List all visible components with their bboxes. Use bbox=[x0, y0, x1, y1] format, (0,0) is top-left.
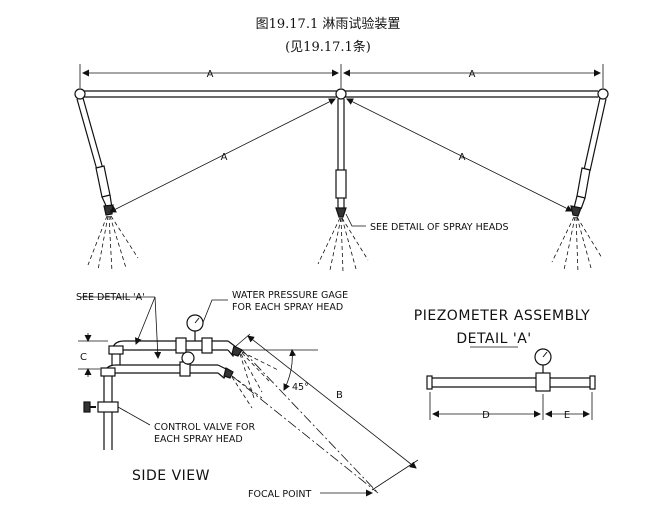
figure-caption: 图19.17.1 淋雨试验装置 bbox=[255, 17, 401, 32]
dim-label-a-diag-right: A bbox=[459, 152, 466, 163]
side-view bbox=[78, 296, 419, 497]
spray-center bbox=[317, 217, 369, 273]
pipe-joint-left bbox=[74, 88, 86, 100]
angle-label: 45° bbox=[292, 382, 309, 393]
dim-label-b: B bbox=[336, 390, 343, 401]
header-pipe bbox=[84, 90, 598, 98]
left-drop-pipe bbox=[76, 97, 114, 216]
top-view-labels: A A A A SEE DETAIL OF SPRAY HEADS bbox=[207, 69, 509, 233]
piezometer-title: PIEZOMETER ASSEMBLY bbox=[414, 308, 590, 324]
piezometer-labels: PIEZOMETER ASSEMBLY DETAIL 'A' D E bbox=[414, 308, 590, 421]
pipe-joint-center bbox=[335, 88, 347, 100]
valve-note-line2: EACH SPRAY HEAD bbox=[154, 434, 243, 445]
dim-label-a-top-left: A bbox=[207, 69, 214, 80]
see-detail-a-label: SEE DETAIL 'A' bbox=[76, 292, 145, 303]
dim-label-d: D bbox=[482, 410, 490, 421]
dim-label-c: C bbox=[80, 352, 87, 363]
gage-note-line2: FOR EACH SPRAY HEAD bbox=[232, 302, 343, 313]
figure-subcaption: (见19.17.1条) bbox=[285, 40, 371, 55]
dim-line-left-diagonal bbox=[109, 98, 336, 213]
side-view-labels: SEE DETAIL 'A' WATER PRESSURE GAGE FOR E… bbox=[76, 290, 348, 500]
piezometer-assembly bbox=[426, 346, 596, 420]
spray-heads-leader bbox=[345, 213, 366, 227]
spray-heads-note: SEE DETAIL OF SPRAY HEADS bbox=[370, 222, 509, 233]
focal-point-label: FOCAL POINT bbox=[248, 489, 312, 500]
valve-note-line1: CONTROL VALVE FOR bbox=[154, 422, 256, 433]
dim-label-e: E bbox=[564, 410, 570, 421]
dim-line-right-diagonal bbox=[346, 98, 573, 212]
spray-right bbox=[551, 216, 603, 274]
pipe-joint-right bbox=[597, 88, 609, 100]
side-view-title: SIDE VIEW bbox=[132, 468, 210, 484]
top-view bbox=[74, 64, 609, 274]
dim-label-a-diag-left: A bbox=[221, 152, 228, 163]
gage-note-line1: WATER PRESSURE GAGE bbox=[232, 290, 348, 301]
right-drop-pipe bbox=[570, 97, 607, 217]
top-dimension-line bbox=[79, 64, 604, 88]
spray-left bbox=[87, 215, 139, 273]
center-drop-pipe bbox=[335, 99, 347, 218]
dim-label-a-top-right: A bbox=[469, 69, 476, 80]
piezometer-detail-label: DETAIL 'A' bbox=[456, 331, 531, 347]
